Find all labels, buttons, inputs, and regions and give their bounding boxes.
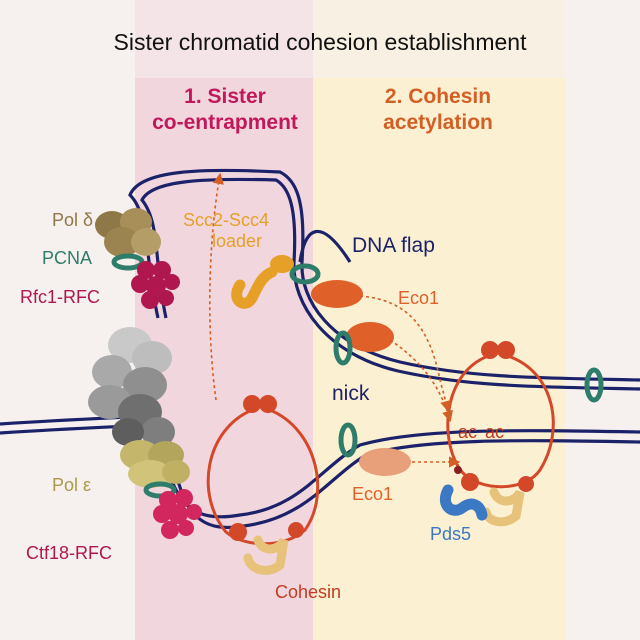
dna-lower-strand-a [166,429,640,519]
step2-panel [313,0,565,640]
eco1-top [311,280,363,308]
scc2-scc4-loader [231,255,294,309]
step1-subheading: co-entrapment [152,111,298,134]
dna-upper-strand-a [128,168,640,382]
cmg-helicase [88,327,175,447]
pcna-ring-lower-mid [338,422,358,458]
title-band [0,0,640,78]
label-ac-2: ac [485,422,504,442]
label-pcna: PCNA [42,248,92,268]
eco1-bottom [359,448,411,476]
pcna-ring-right [584,367,604,403]
step1-heading: 1. Sister [184,85,266,108]
eco1-mid [346,322,394,352]
label-pol-delta: Pol δ [52,210,93,230]
arrow-loader-up [208,172,224,401]
pcna-ring-nick [333,330,353,366]
pcna-ring-flap [289,263,321,285]
cohesin-ring-left [206,395,320,575]
rfc1-rfc-complex [131,261,180,309]
pol-delta [95,208,161,257]
step2-heading: 2. Cohesin [385,85,491,108]
label-loader-2: loader [212,231,262,251]
diagram-title: Sister chromatid cohesion establishment [114,29,528,55]
arrows [208,172,461,468]
step2-subheading: acetylation [383,111,493,134]
label-ac-1: ac [458,422,477,442]
label-eco1-bottom: Eco1 [352,484,393,504]
label-ctf18-rfc: Ctf18-RFC [26,543,112,563]
pol-epsilon [120,440,190,488]
dna-lower-strand-b [174,439,640,529]
ctf18-rfc-complex [153,489,202,539]
dna-flap [298,229,352,263]
label-loader-1: Scc2-Scc4 [183,210,269,230]
label-rfc1-rfc: Rfc1-RFC [20,287,100,307]
label-pol-epsilon: Pol ε [52,475,91,495]
label-nick: nick [332,382,370,405]
label-cohesin: Cohesin [275,582,341,602]
arrow-eco1-mid [389,339,453,423]
label-pds5: Pds5 [430,524,471,544]
cohesin-ring-right [439,341,555,527]
label-dna-flap: DNA flap [352,234,435,257]
arrow-eco1-top [359,295,452,413]
label-eco1-top: Eco1 [398,288,439,308]
